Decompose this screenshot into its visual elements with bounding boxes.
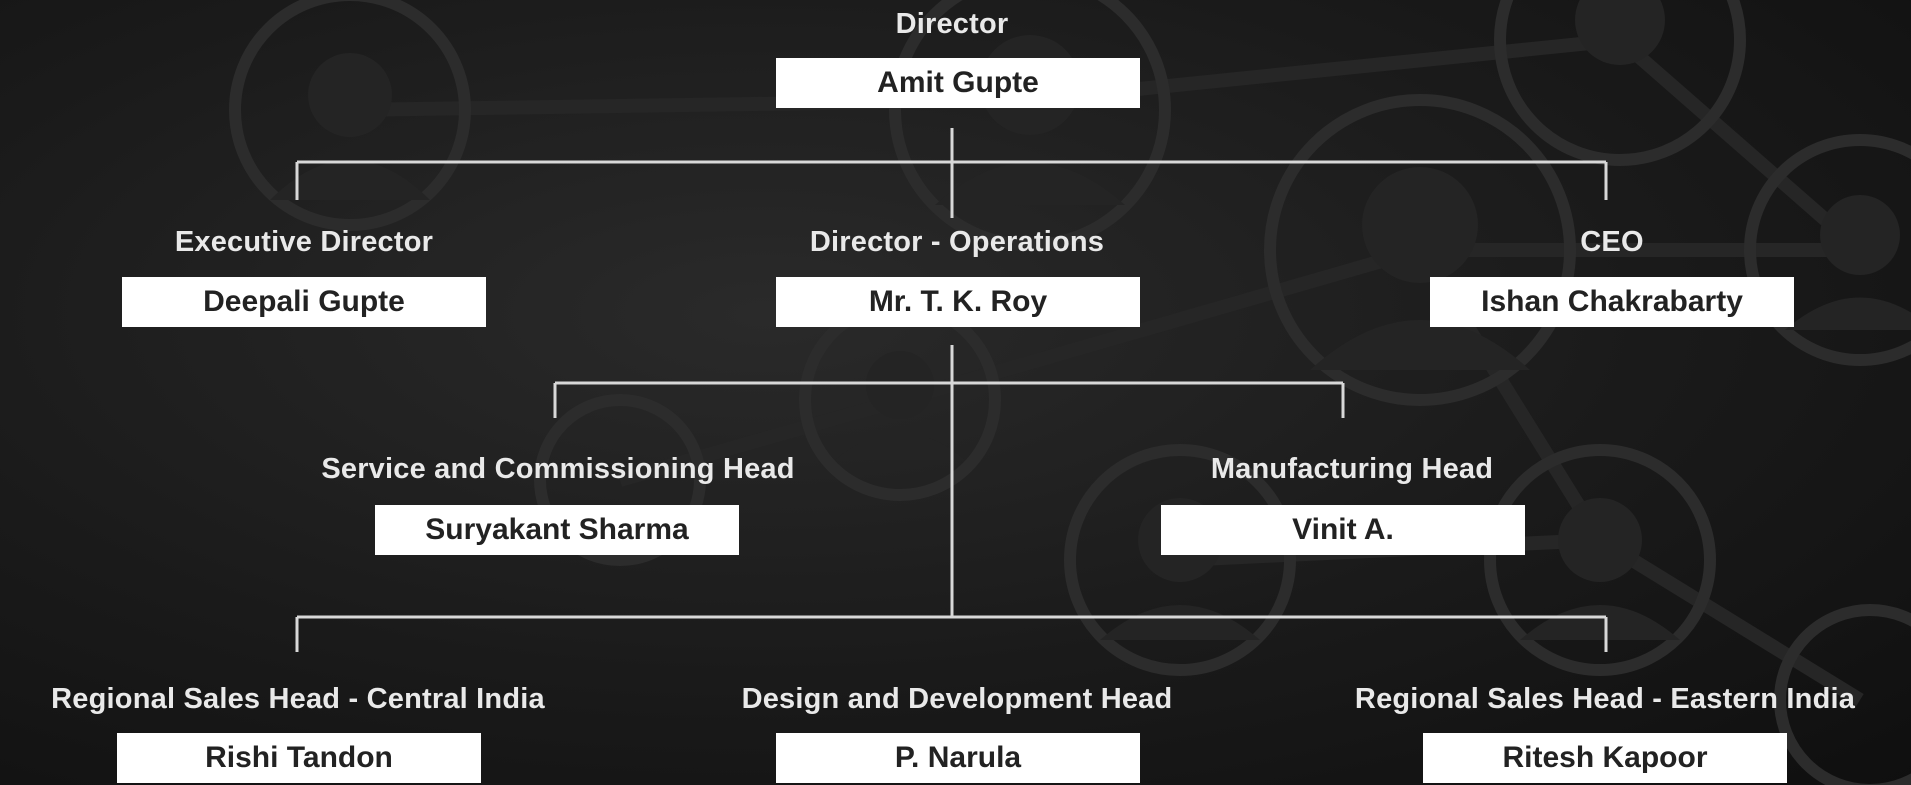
manufacturing-head-name-box: Vinit A. xyxy=(1161,505,1525,555)
manufacturing-head-role: Manufacturing Head xyxy=(1210,453,1494,485)
design-head-role: Design and Development Head xyxy=(741,683,1173,715)
sales-eastern-name-box: Ritesh Kapoor xyxy=(1423,733,1787,783)
service-head-name-box: Suryakant Sharma xyxy=(375,505,739,555)
director-role: Director xyxy=(895,8,1009,40)
ceo-name-box: Ishan Chakrabarty xyxy=(1430,277,1794,327)
ceo-role: CEO xyxy=(1580,226,1644,258)
executive-director-name-box: Deepali Gupte xyxy=(122,277,486,327)
director-name-box: Amit Gupte xyxy=(776,58,1140,108)
service-head-role: Service and Commissioning Head xyxy=(321,453,795,485)
sales-eastern-role: Regional Sales Head - Eastern India xyxy=(1354,683,1856,715)
design-head-name-box: P. Narula xyxy=(776,733,1140,783)
director-operations-name-box: Mr. T. K. Roy xyxy=(776,277,1140,327)
executive-director-role: Executive Director xyxy=(174,226,434,258)
sales-central-role: Regional Sales Head - Central India xyxy=(51,683,545,715)
sales-central-name-box: Rishi Tandon xyxy=(117,733,481,783)
director-operations-role: Director - Operations xyxy=(809,226,1105,258)
